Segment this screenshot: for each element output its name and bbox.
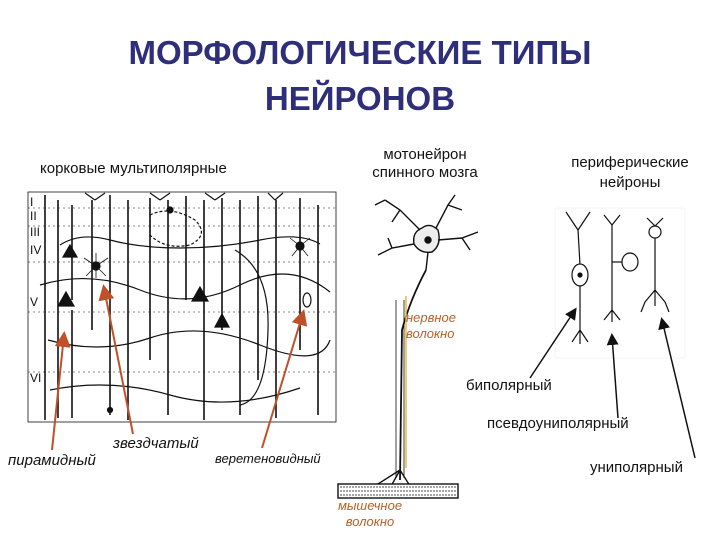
fusiform-label: веретеновидный xyxy=(215,451,321,466)
motoneuron-label: мотонейрон спинного мозга xyxy=(355,146,495,182)
title-line-2: НЕЙРОНОВ xyxy=(264,80,456,117)
layer-i: I xyxy=(30,195,34,209)
cortical-label: корковые мультиполярные xyxy=(40,160,227,177)
layer-ii: II xyxy=(30,209,37,223)
motoneuron-label-line-1: мотонейрон xyxy=(383,146,467,163)
stellate-arrow xyxy=(98,284,134,435)
layer-iii: III xyxy=(30,225,41,239)
cortex-diagram xyxy=(27,191,337,423)
layer-vi: VI xyxy=(30,371,42,385)
unipolar-arrow xyxy=(658,317,696,459)
nerve-fiber-label-line-1: нервное xyxy=(406,310,457,325)
fusiform-arrow xyxy=(261,309,308,449)
title-line-1: МОРФОЛОГИЧЕСКИЕ ТИПЫ xyxy=(128,34,592,71)
muscle-fiber-label-line-2: волокно xyxy=(345,514,395,529)
nerve-fiber-label: нервное волокно xyxy=(406,310,456,342)
peripheral-neurons-diagram xyxy=(554,207,686,359)
bipolar-label: биполярный xyxy=(466,377,552,394)
muscle-fiber-label: мышечное волокно xyxy=(325,498,415,530)
nerve-fiber-label-line-2: волокно xyxy=(406,326,455,341)
bipolar-arrow xyxy=(529,307,577,379)
motoneuron-diagram xyxy=(337,194,479,499)
page-title: МОРФОЛОГИЧЕСКИЕ ТИПЫ НЕЙРОНОВ xyxy=(60,30,660,122)
motoneuron-label-line-2: спинного мозга xyxy=(372,164,478,181)
unipolar-label: униполярный xyxy=(590,459,683,476)
pseudounipolar-label: псевдоуниполярный xyxy=(487,415,629,432)
layer-v: V xyxy=(30,295,39,309)
pyramidal-label: пирамидный xyxy=(8,452,96,469)
pseudounipolar-arrow xyxy=(606,333,619,419)
pyramidal-arrow xyxy=(51,331,71,451)
layer-iv: IV xyxy=(30,243,42,257)
stellate-label: звездчатый xyxy=(113,435,199,452)
peripheral-label-line-1: периферические xyxy=(571,154,689,171)
peripheral-label: периферические нейроны xyxy=(545,153,715,193)
peripheral-label-line-2: нейроны xyxy=(599,174,661,191)
muscle-fiber-label-line-1: мышечное xyxy=(337,498,403,513)
